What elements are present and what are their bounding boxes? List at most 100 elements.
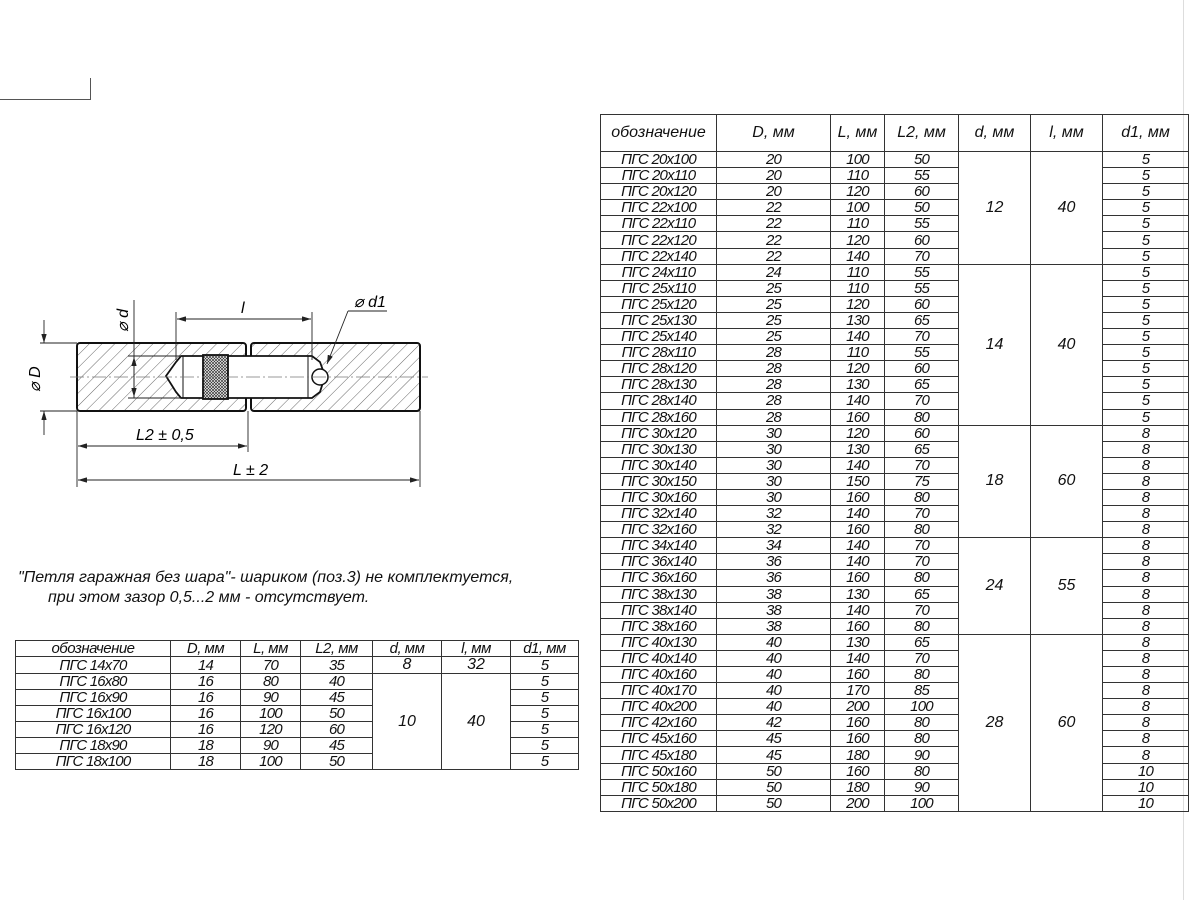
- cell-D: 45: [716, 746, 831, 764]
- cell-D: 22: [716, 247, 831, 265]
- cell-designation: ПГС 38x140: [600, 601, 717, 619]
- cell-L2: 50: [300, 705, 373, 722]
- cell-D: 32: [716, 505, 831, 523]
- cell-designation: ПГС 30x150: [600, 472, 717, 490]
- cell-d1: 5: [1102, 295, 1189, 313]
- cell-L: 170: [830, 682, 885, 700]
- cell-D: 36: [716, 569, 831, 587]
- cell-L: 120: [830, 424, 885, 442]
- cell-d1: 5: [1102, 360, 1189, 378]
- cell-L: 140: [830, 328, 885, 346]
- cell-L2: 60: [884, 360, 959, 378]
- cell-d1: 5: [510, 673, 579, 690]
- cell-d1: 5: [1102, 247, 1189, 265]
- cell-d: 10: [372, 673, 442, 770]
- cell-L: 140: [830, 537, 885, 555]
- cell-L: 140: [830, 247, 885, 265]
- cell-designation: ПГС 50x160: [600, 762, 717, 780]
- cell-L2: 65: [884, 633, 959, 651]
- cell-D: 25: [716, 311, 831, 330]
- cell-D: 40: [716, 665, 831, 684]
- cell-L: 160: [830, 408, 885, 426]
- cell-D: 22: [716, 215, 831, 233]
- cell-designation: ПГС 16x80: [15, 673, 171, 690]
- cell-L: 160: [830, 762, 885, 780]
- cell-designation: ПГС 14x70: [15, 656, 171, 674]
- cell-l: 55: [1030, 537, 1103, 635]
- cell-D: 50: [716, 762, 831, 780]
- cell-D: 16: [170, 673, 241, 690]
- cell-L: 100: [240, 705, 301, 722]
- cell-L: 160: [830, 617, 885, 635]
- cell-L2: 70: [884, 392, 959, 410]
- cell-d1: 5: [1102, 150, 1189, 169]
- cell-L: 180: [830, 778, 885, 796]
- cell-designation: ПГС 36x160: [600, 569, 717, 587]
- cell-L2: 70: [884, 537, 959, 555]
- cell-L2: 65: [884, 440, 959, 458]
- cell-d: 14: [958, 263, 1031, 426]
- dimension-D: [40, 320, 77, 435]
- cell-L2: 70: [884, 601, 959, 619]
- label-L: L ± 2: [233, 462, 268, 479]
- cell-d1: 8: [1102, 714, 1189, 732]
- dimension-d1-leader: [326, 310, 387, 365]
- cell-L: 160: [830, 665, 885, 684]
- cell-L: 110: [830, 279, 885, 297]
- note: "Петля гаражная без шара"- шариком (поз.…: [18, 568, 513, 608]
- cell-L2: 100: [884, 794, 959, 812]
- cell-d1: 8: [1102, 682, 1189, 700]
- cell-designation: ПГС 22x110: [600, 215, 717, 233]
- cell-designation: ПГС 30x140: [600, 456, 717, 474]
- cell-d1: 8: [1102, 424, 1189, 442]
- cell-designation: ПГС 18x90: [15, 737, 171, 754]
- cell-l: 60: [1030, 424, 1103, 539]
- frame-corner-line: [90, 78, 91, 100]
- cell-D: 40: [716, 682, 831, 700]
- cell-L2: 40: [300, 673, 373, 690]
- cell-L: 120: [830, 231, 885, 249]
- cell-designation: ПГС 28x130: [600, 376, 717, 394]
- cell-designation: ПГС 25x140: [600, 328, 717, 346]
- cell-d1: 5: [1102, 231, 1189, 249]
- cell-designation: ПГС 40x130: [600, 633, 717, 651]
- cell-L: 160: [830, 488, 885, 507]
- cell-designation: ПГС 38x130: [600, 585, 717, 603]
- cell-designation: ПГС 28x110: [600, 344, 717, 362]
- cell-l: 40: [1030, 263, 1103, 426]
- cell-designation: ПГС 30x120: [600, 424, 717, 442]
- cell-designation: ПГС 25x130: [600, 311, 717, 330]
- cell-D: 16: [170, 721, 241, 738]
- cell-designation: ПГС 25x110: [600, 279, 717, 297]
- cell-designation: ПГС 28x160: [600, 408, 717, 426]
- cell-d1: 8: [1102, 569, 1189, 587]
- cell-designation: ПГС 24x110: [600, 263, 717, 281]
- cell-L: 100: [830, 150, 885, 169]
- cell-d1: 8: [1102, 601, 1189, 619]
- cell-d: 24: [958, 537, 1031, 635]
